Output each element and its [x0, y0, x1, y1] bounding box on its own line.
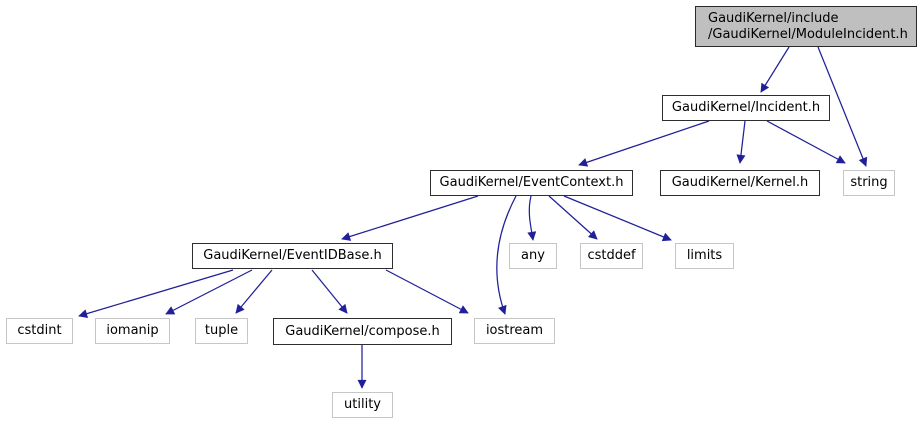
- edge-event-id-base-to-iostream: [385, 269, 469, 314]
- node-kernel[interactable]: GaudiKernel/Kernel.h: [660, 170, 820, 196]
- node-compose[interactable]: GaudiKernel/compose.h: [273, 318, 452, 345]
- edge-event-context-to-iostream: [496, 195, 517, 315]
- node-label: GaudiKernel/include /GaudiKernel/ModuleI…: [708, 10, 908, 42]
- node-tuple: tuple: [195, 318, 248, 344]
- node-label: utility: [344, 397, 381, 412]
- node-label: GaudiKernel/compose.h: [285, 323, 440, 339]
- edge-event-id-base-to-cstdint: [78, 269, 234, 318]
- node-incident[interactable]: GaudiKernel/Incident.h: [662, 95, 830, 121]
- node-label: limits: [686, 248, 723, 263]
- node-event-id-base[interactable]: GaudiKernel/EventIDBase.h: [192, 243, 393, 269]
- node-label: GaudiKernel/EventContext.h: [439, 175, 624, 190]
- node-utility: utility: [332, 392, 393, 418]
- node-label: any: [521, 248, 545, 263]
- node-event-context[interactable]: GaudiKernel/EventContext.h: [430, 170, 633, 196]
- node-cstdint: cstdint: [6, 318, 73, 344]
- node-label: cstdint: [17, 323, 62, 338]
- edge-event-context-to-cstddef: [548, 195, 598, 240]
- edge-module-incident-to-string: [817, 46, 868, 167]
- node-cstddef: cstddef: [580, 243, 643, 269]
- node-string: string: [843, 170, 895, 196]
- node-any: any: [509, 243, 557, 269]
- node-limits: limits: [675, 243, 734, 269]
- node-label: string: [850, 175, 888, 190]
- node-label: cstddef: [587, 248, 636, 263]
- edge-event-context-to-limits: [563, 195, 672, 242]
- node-label: GaudiKernel/Incident.h: [671, 100, 821, 115]
- node-module-incident: GaudiKernel/include /GaudiKernel/ModuleI…: [695, 6, 917, 47]
- node-label: iomanip: [106, 323, 159, 338]
- edge-incident-to-event-context: [578, 120, 710, 167]
- edge-incident-to-string: [766, 120, 846, 164]
- edge-event-id-base-to-iomanip: [165, 269, 253, 315]
- node-iomanip: iomanip: [95, 318, 170, 344]
- edge-module-incident-to-incident: [760, 46, 790, 93]
- node-label: iostream: [485, 323, 544, 338]
- edge-event-id-base-to-tuple: [235, 269, 273, 314]
- edge-event-context-to-event-id-base: [341, 195, 479, 241]
- edge-event-id-base-to-compose: [311, 269, 348, 314]
- edge-incident-to-kernel: [736, 120, 746, 164]
- edge-event-context-to-any: [527, 195, 537, 241]
- node-label: GaudiKernel/Kernel.h: [671, 175, 809, 190]
- node-label: tuple: [204, 323, 239, 338]
- node-iostream: iostream: [474, 318, 555, 344]
- node-label: GaudiKernel/EventIDBase.h: [203, 248, 382, 263]
